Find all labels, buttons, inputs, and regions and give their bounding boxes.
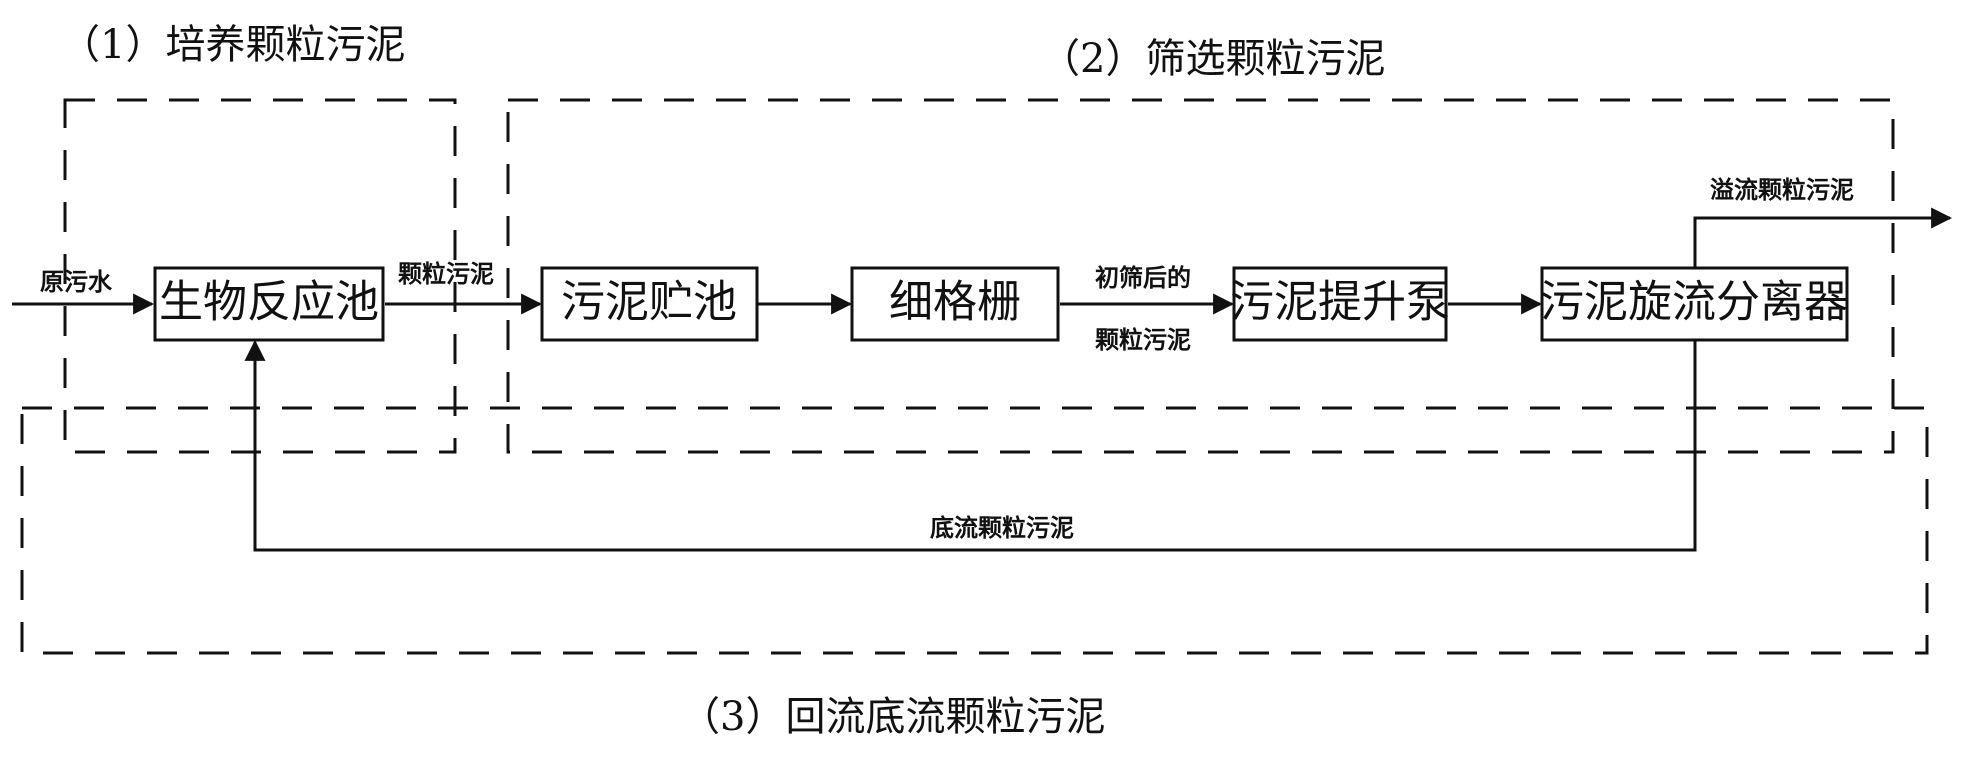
underflow-return-arrow: [244, 339, 1697, 552]
screened-sludge-label-line1: 初筛后的: [1095, 264, 1191, 292]
hydrocyclone-node: 污泥旋流分离器: [1540, 266, 1849, 342]
fine-screen-label: 细格栅: [889, 277, 1021, 328]
bioreactor-label: 生物反应池: [159, 277, 379, 328]
underflow-label: 底流颗粒污泥: [930, 514, 1074, 542]
stage-2-title: （2）筛选颗粒污泥: [1040, 36, 1385, 82]
hydrocyclone-label: 污泥旋流分离器: [1540, 277, 1848, 328]
bioreactor-node: 生物反应池: [153, 266, 385, 342]
stage-3-title: （3）回流底流颗粒污泥: [680, 694, 1105, 740]
storage-tank-label: 污泥贮池: [561, 277, 737, 328]
stage-1-title: （1）培养颗粒污泥: [60, 22, 405, 68]
stage-3-region: [20, 406, 1929, 655]
raw-water-label: 原污水: [40, 268, 113, 296]
stage-1-region: [63, 98, 457, 454]
granular-sludge-label: 颗粒污泥: [398, 260, 494, 288]
storage-tank-node: 污泥贮池: [540, 266, 759, 342]
lift-pump-node: 污泥提升泵: [1230, 266, 1450, 342]
screened-sludge-label-line2: 颗粒污泥: [1095, 326, 1191, 354]
overflow-arrow: [1693, 207, 1953, 268]
fine-screen-node: 细格栅: [850, 266, 1060, 342]
lift-pump-label: 污泥提升泵: [1230, 277, 1450, 328]
stage-2-region: [506, 98, 1895, 454]
overflow-label: 溢流颗粒污泥: [1710, 176, 1854, 204]
